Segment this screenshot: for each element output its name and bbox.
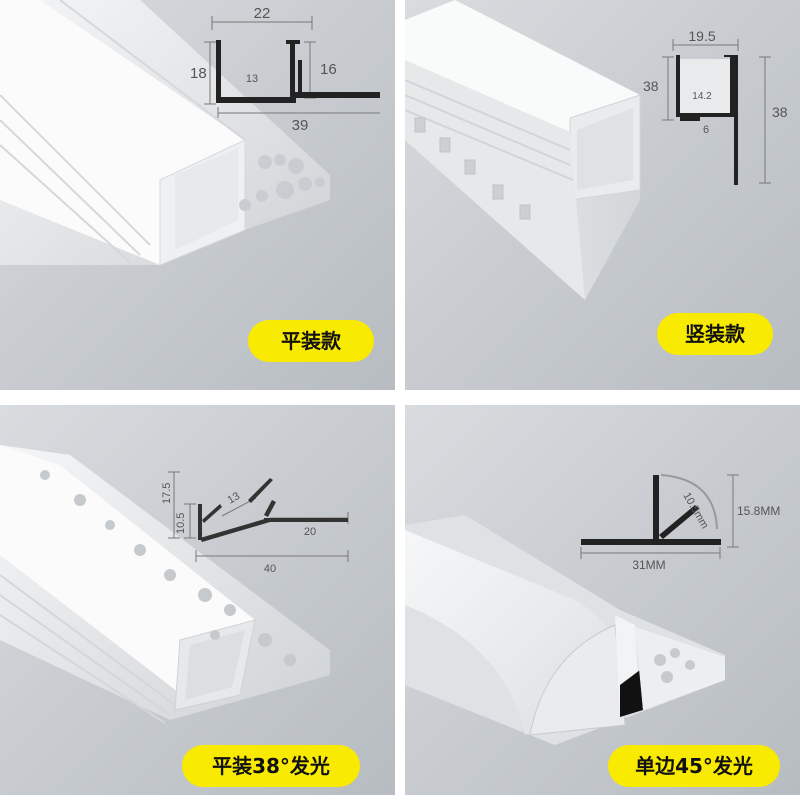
product-panel-flat-mount: 22 18 16 13 39 平装款 [0,0,395,390]
flat-mount-profile-photo [0,0,330,266]
dim-inner-height: 16 [320,61,337,78]
product-panel-corner-45: 10.5mm 15.8MM 31MM 单边45°发光 [405,405,800,795]
corner-45-cross-section-diagram: 10.5mm 15.8MM 31MM [580,474,780,572]
dim-inner-width: 14.2 [692,91,712,102]
dim-top-width: 19.5 [688,28,715,44]
dim-total-width: 40 [264,563,276,575]
dim-top-width: 22 [254,5,271,22]
dim-left-height: 18 [190,65,207,82]
flat-mount-cross-section-diagram: 22 18 16 13 39 [190,5,380,130]
flat-38-cross-section-diagram: 17.5 10.5 13 20 40 [161,471,349,575]
dim-height: 15.8MM [737,504,780,518]
corner-45-profile-photo [405,515,725,745]
product-panel-vertical-mount: 19.5 38 38 14.2 6 竖装款 [405,0,800,390]
product-label-badge: 竖装款 [657,313,773,355]
dim-right-height: 38 [772,104,788,120]
product-panel-flat-38: 17.5 10.5 13 20 40 平装38°发光 [0,405,395,795]
flat-38-profile-photo [0,445,330,724]
dim-total-width: 39 [292,117,309,130]
vertical-mount-profile-photo [405,0,641,300]
dim-flange: 6 [703,124,709,136]
dim-width: 31MM [632,558,665,572]
dim-height-inner: 10.5 [175,513,187,534]
product-label-badge: 平装38°发光 [182,745,360,787]
vertical-mount-cross-section-diagram: 19.5 38 38 14.2 6 [643,28,788,185]
dim-left-height: 38 [643,78,659,94]
dim-slope: 13 [226,490,243,507]
product-label-badge: 平装款 [248,320,374,362]
dim-flange: 20 [304,526,316,538]
dim-height-total: 17.5 [161,483,173,504]
dim-inner-width: 13 [246,73,258,85]
product-label-badge: 单边45°发光 [608,745,780,787]
